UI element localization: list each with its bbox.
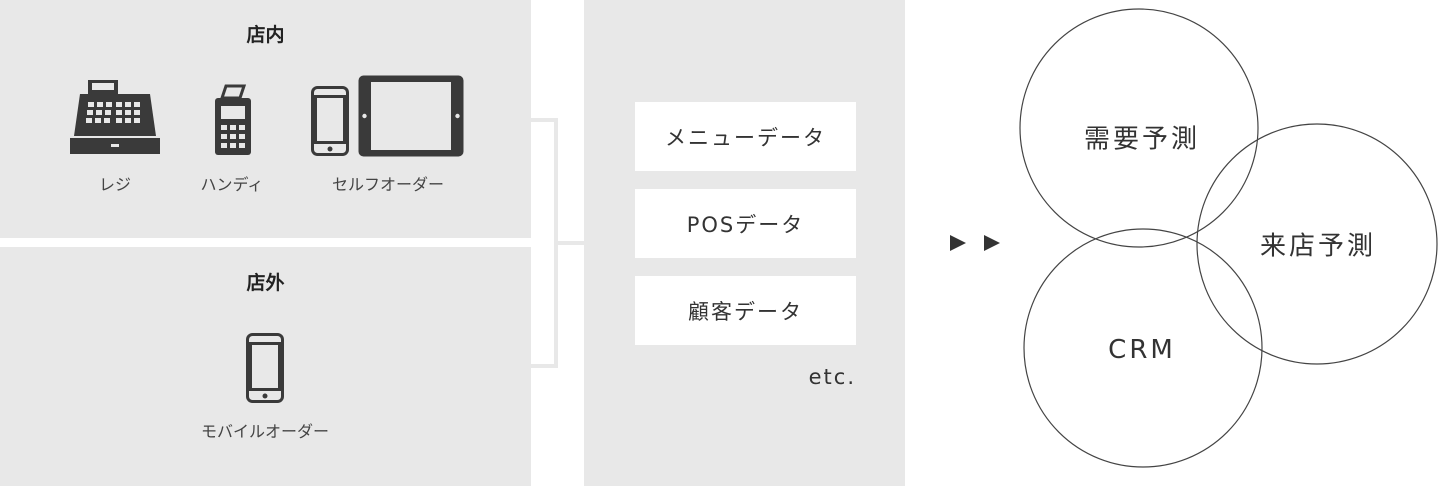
in-store-panel: 店内 レジ ハンディ bbox=[0, 0, 531, 238]
venn-diagram bbox=[1019, 8, 1438, 468]
demand-forecast-circle bbox=[1019, 8, 1259, 248]
bracket-connector-bottom bbox=[531, 364, 558, 368]
handy-label: ハンディ bbox=[200, 175, 264, 194]
self-order-label: セルフオーダー bbox=[331, 175, 445, 194]
data-sources-panel: メニューデータ POSデータ 顧客データ etc. bbox=[584, 0, 905, 486]
outside-store-title: 店外 bbox=[246, 272, 285, 294]
pos-data-box: POSデータ bbox=[635, 189, 856, 258]
etc-label: etc. bbox=[808, 365, 856, 389]
menu-data-box: メニューデータ bbox=[635, 102, 856, 171]
mobile-order-label: モバイルオーダー bbox=[200, 422, 330, 441]
cash-register-icon bbox=[70, 80, 160, 154]
register-label: レジ bbox=[98, 175, 132, 194]
tablet-icon bbox=[358, 75, 464, 157]
bracket-connector-top bbox=[531, 118, 558, 122]
smartphone-icon bbox=[311, 86, 349, 156]
play-arrow-icon bbox=[950, 235, 1000, 251]
visitor-forecast-label: 来店予測 bbox=[1259, 231, 1377, 262]
crm-label: CRM bbox=[1108, 335, 1176, 365]
visitor-forecast-circle bbox=[1196, 123, 1438, 365]
in-store-title: 店内 bbox=[246, 24, 285, 46]
demand-forecast-label: 需要予測 bbox=[1083, 124, 1201, 155]
handheld-terminal-icon bbox=[215, 84, 251, 155]
crm-circle bbox=[1023, 228, 1263, 468]
smartphone-icon bbox=[246, 333, 284, 403]
bracket-connector-middle bbox=[554, 241, 584, 245]
outside-store-panel: 店外 モバイルオーダー bbox=[0, 247, 531, 486]
customer-data-box: 顧客データ bbox=[635, 276, 856, 345]
